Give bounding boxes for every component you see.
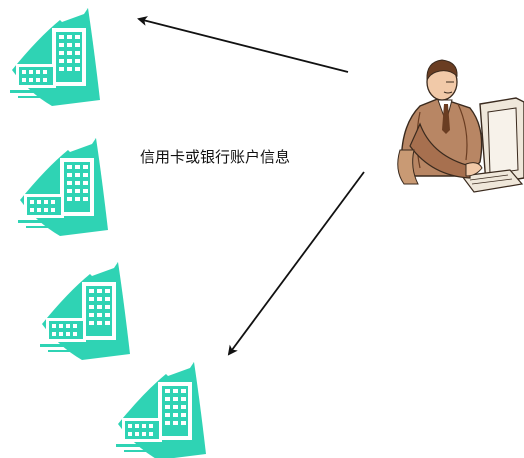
building-icon — [18, 138, 108, 236]
building-icon — [10, 8, 100, 106]
arrow-to-lower-building — [227, 171, 365, 356]
building-icon — [40, 262, 130, 360]
businessman-at-computer-icon — [397, 59, 524, 193]
arrow-to-top-building — [137, 16, 349, 73]
credit-card-or-bank-account-info-label: 信用卡或银行账户信息 — [140, 148, 291, 166]
building-icon — [116, 362, 206, 458]
